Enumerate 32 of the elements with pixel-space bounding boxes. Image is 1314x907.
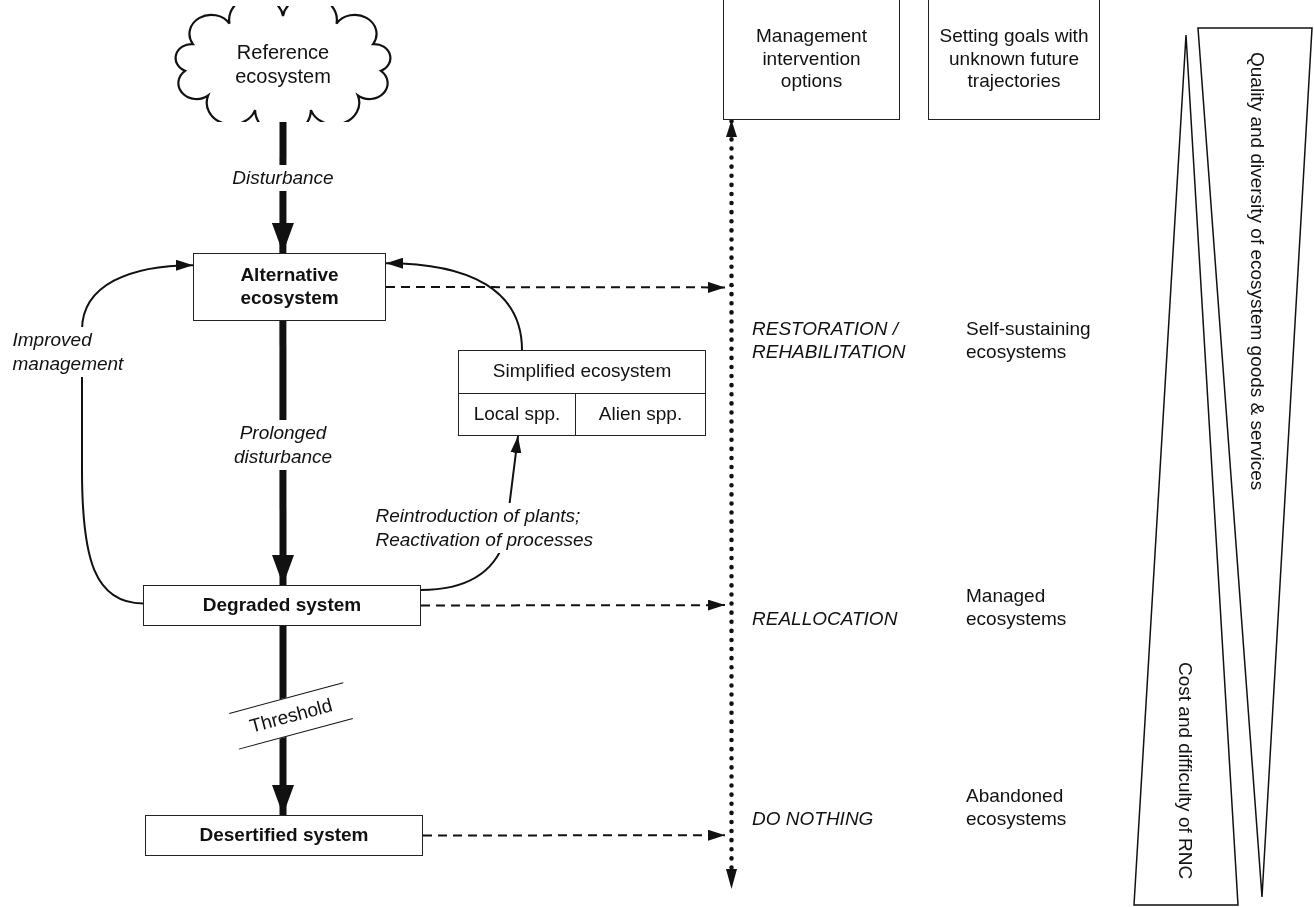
- axis-text: Quality and diversity of ecosystem goods & services: [1246, 52, 1268, 491]
- option-label: REALLOCATION: [752, 608, 898, 631]
- dashed-arrow: [422, 829, 726, 841]
- table-cell-text: Alien spp.: [598, 402, 683, 426]
- dashed-arrow: [420, 599, 726, 611]
- option-label: RESTORATION / REHABILITATION: [752, 318, 907, 364]
- box-text: Degraded system: [202, 594, 362, 617]
- table-box: [458, 350, 706, 436]
- box-text: Setting goals with unknown future trajectories: [938, 24, 1090, 94]
- outcome-label: Managed ecosystems: [966, 585, 1068, 631]
- cloud-text: Reference ecosystem: [234, 40, 332, 88]
- outcome-label: Abandoned ecosystems: [966, 785, 1068, 831]
- process-box: [145, 815, 423, 856]
- process-box: [723, 0, 900, 120]
- dashed-arrow: [385, 281, 726, 293]
- curved-arrow: [385, 258, 523, 351]
- option-label: DO NOTHING: [752, 808, 874, 831]
- process-box: [193, 253, 386, 321]
- cloud-shape: [172, 6, 394, 122]
- axis-text: Cost and difficulty of RNC: [1174, 662, 1196, 880]
- wedge-triangle: [1196, 26, 1314, 900]
- box-text: Management intervention options: [755, 24, 868, 94]
- dotted-axis-line: [725, 285, 738, 889]
- table-header: Simplified ecosystem: [492, 360, 672, 384]
- outcome-label: Self-sustaining ecosystems: [966, 318, 1092, 364]
- process-box: [928, 0, 1100, 120]
- table-cell-text: Local spp.: [473, 402, 561, 426]
- wedge-triangle: [1132, 33, 1240, 907]
- box-text: Alternative ecosystem: [239, 264, 340, 310]
- curved-arrow: [81, 260, 194, 605]
- process-box: [143, 585, 421, 626]
- box-text: Desertified system: [199, 824, 369, 847]
